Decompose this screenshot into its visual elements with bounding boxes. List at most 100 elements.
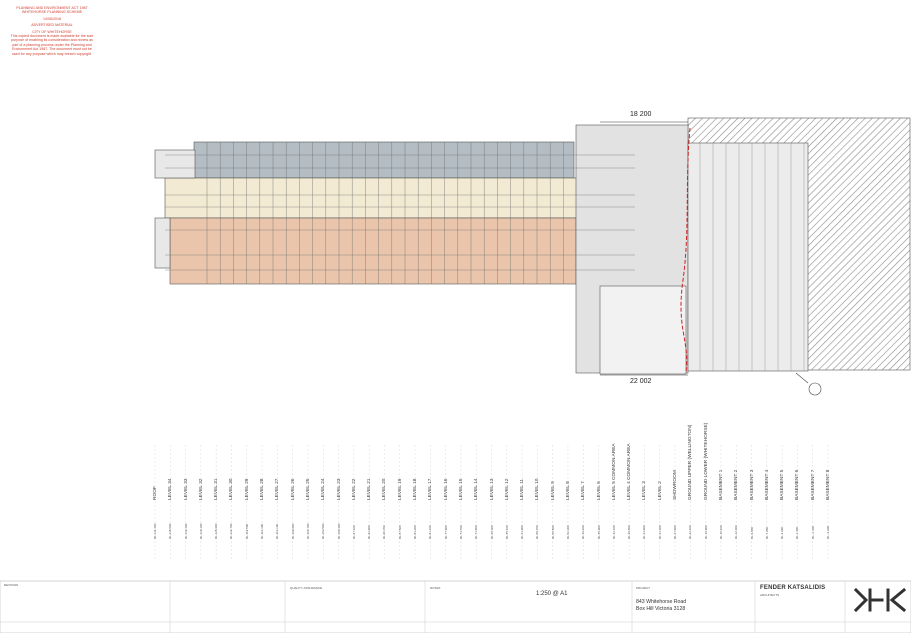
level-rl: RL 109.900 xyxy=(290,523,295,539)
level-name: LEVEL 30 xyxy=(229,478,235,500)
level-name: BASEMENT 6 xyxy=(795,469,801,500)
level-name: LEVEL 10 xyxy=(535,478,541,500)
section-marker-icon xyxy=(808,382,822,396)
level-name: LEVEL 14 xyxy=(474,478,480,500)
level-rl: RL 84.300 xyxy=(413,525,418,539)
upper-apartments xyxy=(193,141,575,179)
level-rl: RL 81.100 xyxy=(428,525,433,539)
lower-apartments xyxy=(169,217,577,285)
revisions-header: REVISION xyxy=(4,583,19,587)
roof-plant xyxy=(154,217,171,269)
level-name: LEVEL 8 xyxy=(565,481,571,500)
level-rl: RL 1.400 xyxy=(795,526,800,539)
drawing-scale: 1:250 @ A1 xyxy=(536,591,568,597)
level-name: LEVEL 3 xyxy=(642,481,648,500)
level-name: LEVEL 12 xyxy=(504,478,510,500)
level-rl: RL 141.300 xyxy=(153,523,157,539)
plant-room xyxy=(154,149,196,179)
level-rl: RL -4.200 xyxy=(826,525,830,539)
level-name: GROUND LOWER (WHITEHORSE) xyxy=(703,422,709,500)
level-rl: RL 122.700 xyxy=(229,523,234,539)
level-rl: RL 106.700 xyxy=(305,523,310,539)
level-name: BASEMENT 8 xyxy=(826,469,831,500)
level-name: BASEMENT 7 xyxy=(810,469,816,500)
stamp-line: CITY OF WHITEHORSE xyxy=(32,29,72,34)
level-rl: RL 34.900 xyxy=(642,525,647,539)
project-address: 843 Whitehorse Road Box Hill Victoria 31… xyxy=(636,599,686,613)
level-rl: RL 49.100 xyxy=(581,525,586,539)
level-name: ROOF xyxy=(153,486,158,500)
level-name: BASEMENT 2 xyxy=(734,469,740,500)
level-rl: RL 18.900 xyxy=(703,525,708,539)
level-rl: RL 77.900 xyxy=(443,525,448,539)
level-name: LEVEL 23 xyxy=(336,478,342,500)
level-name: LEVEL 22 xyxy=(351,478,357,500)
firm-name: FENDER KATSALIDIS xyxy=(760,585,826,591)
level-rl: RL 58.700 xyxy=(535,525,540,539)
level-name: LEVEL 21 xyxy=(367,478,373,500)
level-rl: RL 125.900 xyxy=(214,523,219,539)
level-rl: RL 103.500 xyxy=(321,523,326,539)
level-rl: RL -1.400 xyxy=(810,525,815,539)
fk-logo-icon xyxy=(853,587,907,613)
address-line-2: Box Hill Victoria 3128 xyxy=(636,606,686,612)
level-name: LEVEL 27 xyxy=(275,478,281,500)
level-rl: RL 74.700 xyxy=(458,525,463,539)
level-rl: RL 7.000 xyxy=(764,526,769,539)
level-name: LEVEL 9 xyxy=(550,481,556,500)
level-rl: RL 38.500 xyxy=(627,525,632,539)
level-name: LEVEL 26 xyxy=(290,478,296,500)
level-name: LEVEL 34 xyxy=(168,478,174,500)
level-rl: RL 27.000 xyxy=(673,525,678,539)
planning-stamp: PLANNING AND ENVIRONMENT ACT 1987 WHITEH… xyxy=(6,6,98,56)
level-name: SHOWROOM xyxy=(673,470,679,500)
stamp-line: used for any purpose which may breach co… xyxy=(11,51,93,56)
boundary-line xyxy=(680,127,691,373)
level-name: LEVEL 20 xyxy=(382,478,388,500)
level-name: LEVEL 19 xyxy=(397,478,403,500)
level-name: BASEMENT 5 xyxy=(780,469,786,500)
level-name: LEVEL 13 xyxy=(489,478,495,500)
level-rl: RL 87.500 xyxy=(397,525,402,539)
level-name: BASEMENT 1 xyxy=(718,469,724,500)
level-rl: RL 97.100 xyxy=(351,525,356,539)
level-rl: RL 15.400 xyxy=(718,525,723,539)
level-name: LEVEL 17 xyxy=(428,478,434,500)
stamp-line: Environment Act 1987. The document must … xyxy=(12,47,92,52)
level-name: LEVEL 5 COMMON AREA xyxy=(611,443,617,500)
level-name: LEVEL 16 xyxy=(443,478,449,500)
stamp-line: WHITEHORSE PLANNING SCHEME xyxy=(21,10,83,15)
corridor-band xyxy=(164,177,636,219)
level-name: LEVEL 29 xyxy=(244,478,250,500)
project-header: PROJECT xyxy=(636,586,651,590)
level-rl: RL 71.500 xyxy=(474,525,479,539)
level-name: LEVEL 33 xyxy=(183,478,189,500)
level-rl: RL 135.500 xyxy=(168,523,173,539)
level-name: LEVEL 7 xyxy=(581,481,587,500)
apartment-grid xyxy=(165,142,805,371)
level-name: LEVEL 25 xyxy=(305,478,311,500)
notes-header: NOTES xyxy=(430,586,441,590)
level-rl: RL 116.300 xyxy=(260,523,265,539)
level-name: BASEMENT 3 xyxy=(749,469,755,500)
level-rl: RL 68.300 xyxy=(489,525,494,539)
level-datum-lines xyxy=(154,445,829,560)
stamp-line: part of a planning process under the Pla… xyxy=(12,42,92,47)
firm-sub: ARCHITECTS xyxy=(760,593,780,597)
level-rl: RL 129.100 xyxy=(198,523,203,539)
level-name: LEVEL 11 xyxy=(520,478,526,500)
level-name: LEVEL 32 xyxy=(198,478,204,500)
level-rl: RL 113.100 xyxy=(275,523,280,539)
level-name: LEVEL 31 xyxy=(214,478,220,500)
retail-zone xyxy=(599,285,687,375)
level-rl: RL 132.300 xyxy=(183,523,188,539)
level-name: LEVEL 2 xyxy=(657,481,663,500)
basement-carpark xyxy=(687,142,809,372)
level-rl: RL 90.700 xyxy=(382,525,387,539)
level-name: LEVEL 28 xyxy=(260,478,266,500)
level-name: LEVEL 24 xyxy=(321,478,327,500)
level-name: LEVEL 18 xyxy=(413,478,419,500)
top-dimension: 18 200 xyxy=(630,111,652,118)
quality-header: QUALITY ASSURANCE xyxy=(290,586,323,590)
address-line-1: 843 Whitehorse Road xyxy=(636,599,687,605)
